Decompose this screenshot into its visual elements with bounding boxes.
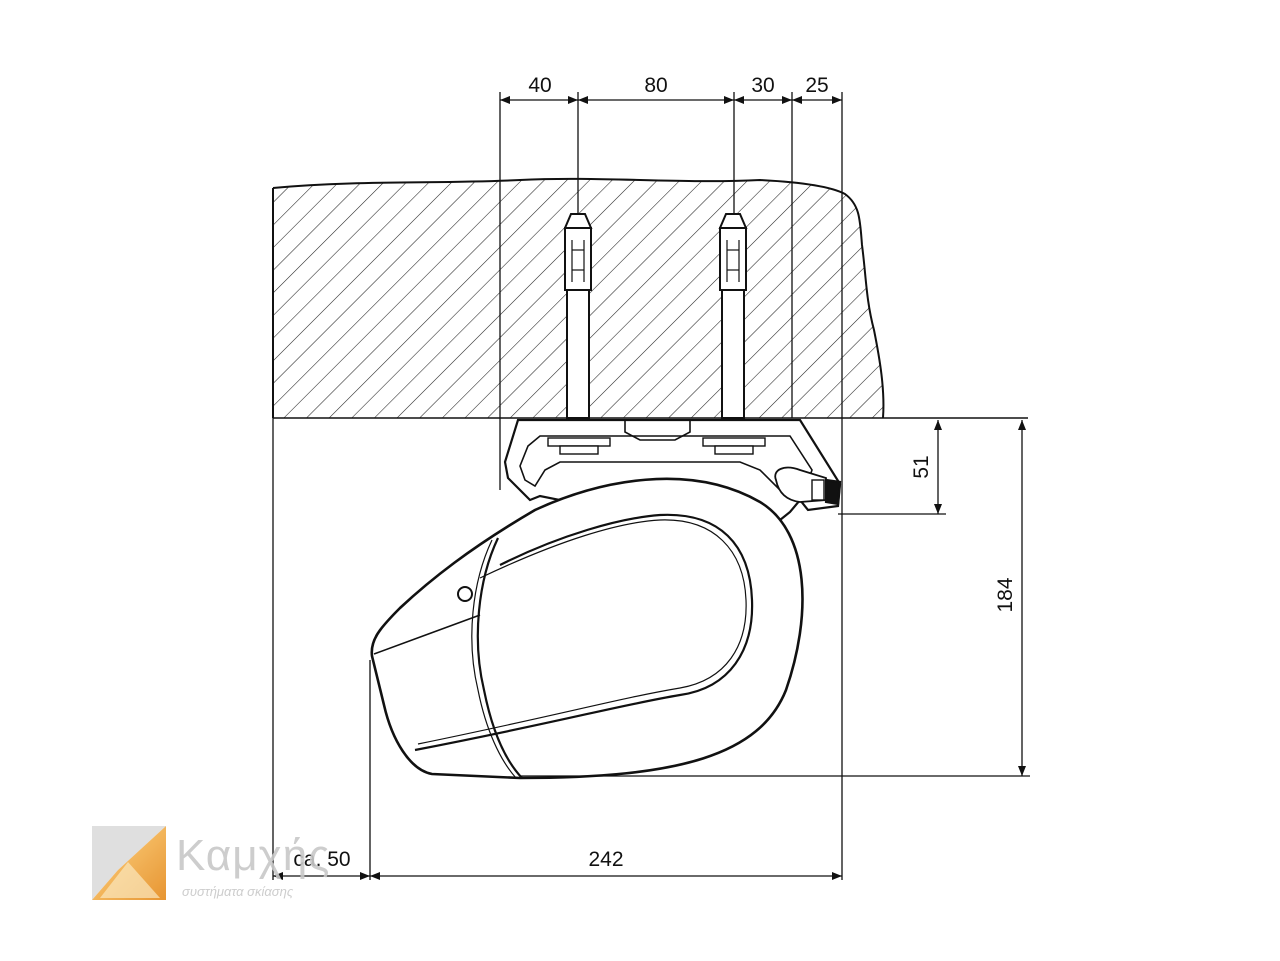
dim-label-25: 25 — [805, 74, 828, 97]
company-logo: Καμχής συστήματα σκίασης — [92, 826, 330, 900]
dim-label-bracket-height: 51 — [910, 455, 933, 478]
anchor-bolt-left — [563, 213, 593, 419]
dim-label-total-height: 184 — [994, 577, 1017, 612]
dim-label-total-width: 242 — [588, 848, 623, 871]
logo-name: Καμχής — [176, 831, 330, 880]
dim-label-front-projection: ca. 50 — [293, 848, 350, 871]
anchor-bolt-right — [718, 213, 748, 419]
dim-label-30: 30 — [751, 74, 774, 97]
logo-tagline: συστήματα σκίασης — [182, 884, 294, 899]
awning-cassette — [370, 477, 804, 780]
dim-label-80: 80 — [644, 74, 667, 97]
logo-mark-icon — [92, 826, 166, 900]
wall-section — [272, 177, 1028, 419]
dim-label-40: 40 — [528, 74, 551, 97]
dimension-arrows — [273, 96, 1026, 880]
